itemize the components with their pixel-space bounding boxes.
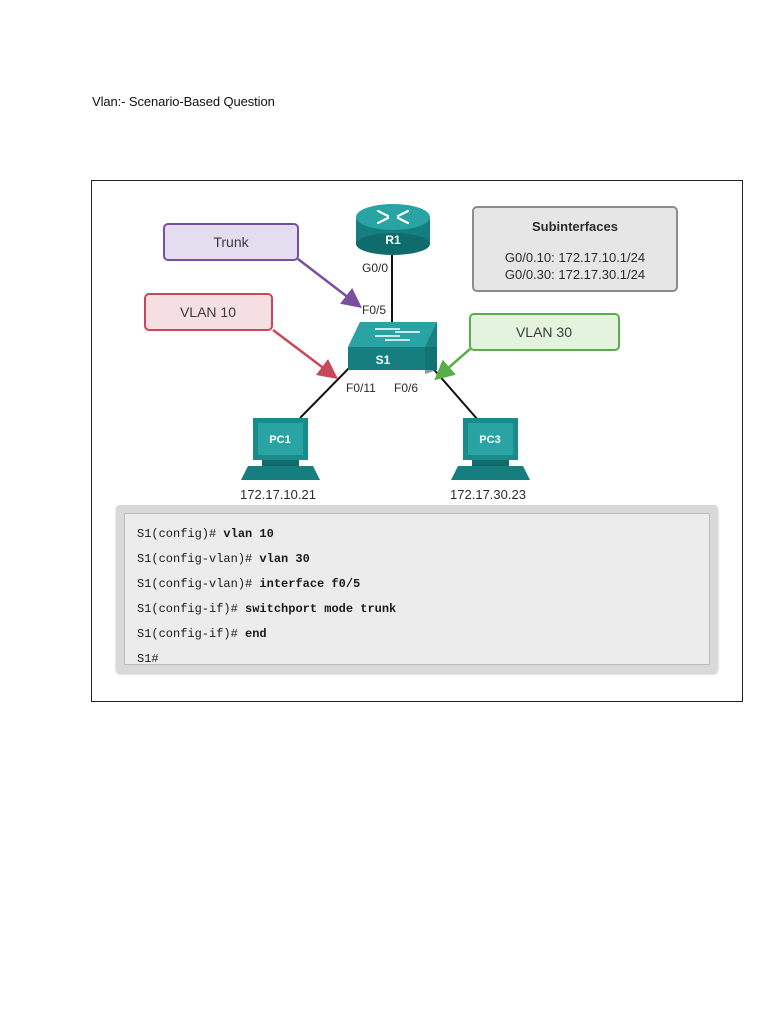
- pc1-ip: 172.17.10.21: [240, 487, 316, 502]
- subinterfaces-box: Subinterfaces G0/0.10: 172.17.10.1/24 G0…: [472, 206, 678, 292]
- link-s1-pc3: [429, 364, 479, 421]
- svg-text:Trunk: Trunk: [213, 234, 249, 250]
- pc3-ip: 172.17.30.23: [450, 487, 526, 502]
- cli-line: S1(config-if)# end: [137, 627, 267, 641]
- cli-line: S1#: [137, 652, 159, 666]
- svg-text:VLAN 30: VLAN 30: [516, 324, 572, 340]
- cli-line: S1(config-if)# switchport mode trunk: [137, 602, 397, 616]
- switch-port-pc1: F0/11: [346, 381, 376, 395]
- router-r1-icon: R1: [356, 204, 430, 255]
- link-s1-pc1: [299, 364, 353, 419]
- pc3-label: PC3: [479, 434, 500, 446]
- cli-line: S1(config-vlan)# interface f0/5: [137, 577, 361, 591]
- callout-trunk: Trunk: [163, 223, 362, 309]
- svg-text:VLAN 10: VLAN 10: [180, 304, 236, 320]
- cli-panel: S1(config)# vlan 10 S1(config-vlan)# vla…: [116, 505, 718, 673]
- switch-port-trunk: F0/5: [362, 303, 386, 317]
- cli-line: S1(config-vlan)# vlan 30: [137, 552, 310, 566]
- callout-vlan10: VLAN 10: [144, 293, 338, 380]
- pc1-label: PC1: [269, 434, 290, 446]
- cli-output: S1(config)# vlan 10 S1(config-vlan)# vla…: [124, 513, 710, 666]
- subinterface-line-2: G0/0.30: 172.17.30.1/24: [505, 267, 645, 282]
- pc1-icon: PC1: [241, 418, 320, 480]
- switch-port-pc3: F0/6: [394, 381, 418, 395]
- pc3-icon: PC3: [451, 418, 530, 480]
- subinterface-line-1: G0/0.10: 172.17.10.1/24: [505, 250, 645, 265]
- switch-s1-icon: S1: [348, 322, 437, 374]
- page-heading: Vlan:- Scenario-Based Question: [92, 94, 275, 109]
- cli-line: S1(config)# vlan 10: [137, 527, 274, 541]
- router-label: R1: [385, 233, 401, 247]
- subinterfaces-title: Subinterfaces: [532, 219, 618, 234]
- router-port-label: G0/0: [362, 261, 388, 275]
- callout-vlan30: VLAN 30: [434, 313, 620, 381]
- switch-label: S1: [376, 353, 391, 367]
